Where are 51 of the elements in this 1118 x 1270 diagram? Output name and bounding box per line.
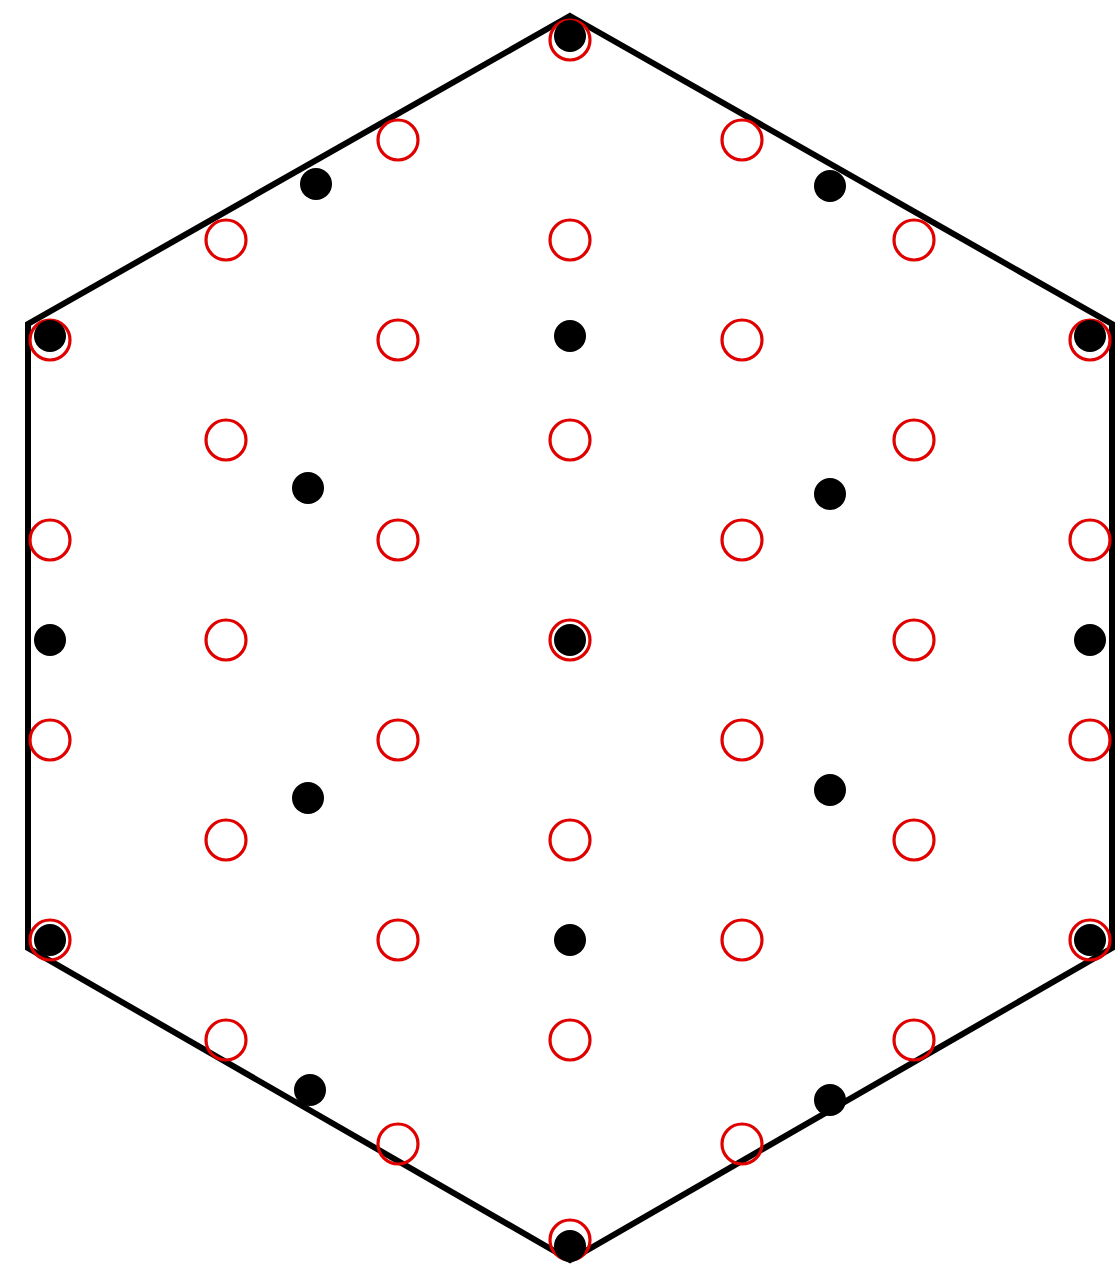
filled-dot xyxy=(554,924,586,956)
filled-dot xyxy=(292,782,324,814)
open-circle xyxy=(720,518,764,562)
open-circle xyxy=(204,618,248,662)
filled-dot xyxy=(292,472,324,504)
filled-dot xyxy=(34,624,66,656)
open-circle xyxy=(376,1122,420,1166)
open-circle xyxy=(548,18,592,62)
open-circle xyxy=(28,318,72,362)
open-circle xyxy=(892,1018,936,1062)
filled-dot xyxy=(554,20,586,52)
open-circle xyxy=(28,718,72,762)
open-circle xyxy=(376,918,420,962)
filled-dot xyxy=(1074,320,1106,352)
open-circle xyxy=(548,418,592,462)
open-circle xyxy=(720,118,764,162)
open-circle xyxy=(1068,518,1112,562)
open-circle xyxy=(204,1018,248,1062)
open-circle xyxy=(1068,718,1112,762)
hexagon-outline xyxy=(25,12,1115,1264)
open-circle xyxy=(892,618,936,662)
open-circle xyxy=(548,218,592,262)
open-circle xyxy=(892,218,936,262)
open-circle xyxy=(892,818,936,862)
open-circle xyxy=(720,718,764,762)
filled-dot xyxy=(300,168,332,200)
open-circle xyxy=(548,1018,592,1062)
open-circle xyxy=(720,918,764,962)
open-circle xyxy=(892,418,936,462)
open-circle xyxy=(720,318,764,362)
open-circle xyxy=(1068,318,1112,362)
open-circle xyxy=(376,718,420,762)
open-circle xyxy=(720,1122,764,1166)
filled-dot xyxy=(814,170,846,202)
open-circle xyxy=(204,818,248,862)
open-circle xyxy=(28,518,72,562)
filled-dot xyxy=(554,1230,586,1262)
filled-dot xyxy=(814,1084,846,1116)
open-circle xyxy=(204,218,248,262)
open-circle xyxy=(548,1218,592,1262)
open-circle xyxy=(548,818,592,862)
filled-dot xyxy=(814,478,846,510)
filled-dot xyxy=(554,320,586,352)
filled-dot xyxy=(294,1074,326,1106)
open-circle xyxy=(204,418,248,462)
open-circle xyxy=(376,518,420,562)
open-circle xyxy=(376,318,420,362)
filled-dot xyxy=(1074,624,1106,656)
filled-dot xyxy=(814,774,846,806)
filled-dot xyxy=(34,320,66,352)
open-circle xyxy=(376,118,420,162)
